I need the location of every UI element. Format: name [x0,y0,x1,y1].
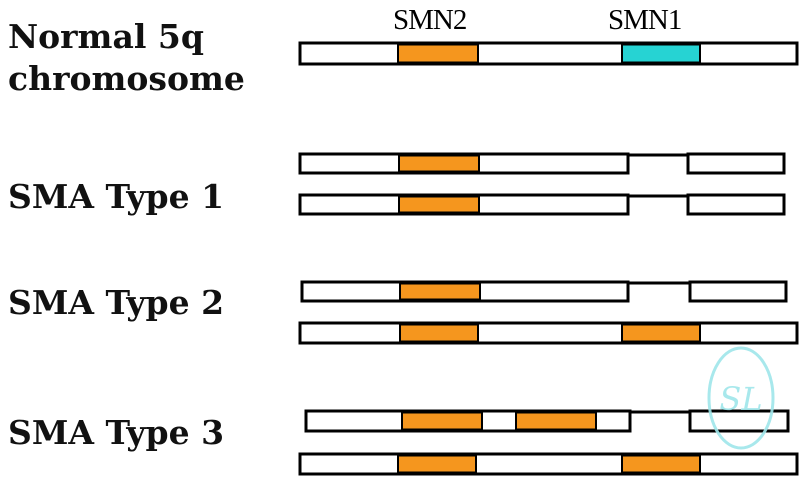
type1-a-right-segment [686,152,786,175]
type2-b-bar [298,321,799,345]
normal-chromosome-bar [298,41,799,66]
normal-chromosome [298,41,799,66]
smn2-copy [397,43,479,64]
smn1-gene-label: SMN1 [608,4,682,36]
smn1-converted-to-smn2 [621,323,701,343]
watermark-text: SL [719,380,762,418]
type2-chromosome-a [300,280,788,303]
watermark-oval [707,346,775,450]
type3-b-bar [298,452,799,476]
smn2-copy [399,323,479,343]
type2-chromosome-b [298,321,799,345]
type3-chromosome-b [298,452,799,476]
type1-b-right-segment [686,193,786,216]
smn2-extra-copy [515,411,597,431]
type2-a-right-segment [688,280,788,303]
type2-row-label: SMA Type 2 [8,283,225,322]
normal-row-label-line2: chromosome [8,59,245,98]
smn2-copy [397,454,477,474]
type3-chromosome-a [304,409,790,433]
smn2-copy [398,154,480,173]
smn2-gene-label: SMN2 [393,4,467,36]
smn2-copy [398,195,480,214]
type1-row-label: SMA Type 1 [8,177,225,216]
smn2-copy [399,282,481,301]
type1-chromosome-a [298,152,786,175]
smn1-converted-to-smn2 [621,454,701,474]
type1-chromosome-b [298,193,786,216]
smn1-copy [621,43,701,64]
normal-row-label: Normal 5q [8,17,204,56]
sl-watermark: SL [707,346,775,450]
type3-row-label: SMA Type 3 [8,413,225,452]
smn2-copy [401,411,483,431]
